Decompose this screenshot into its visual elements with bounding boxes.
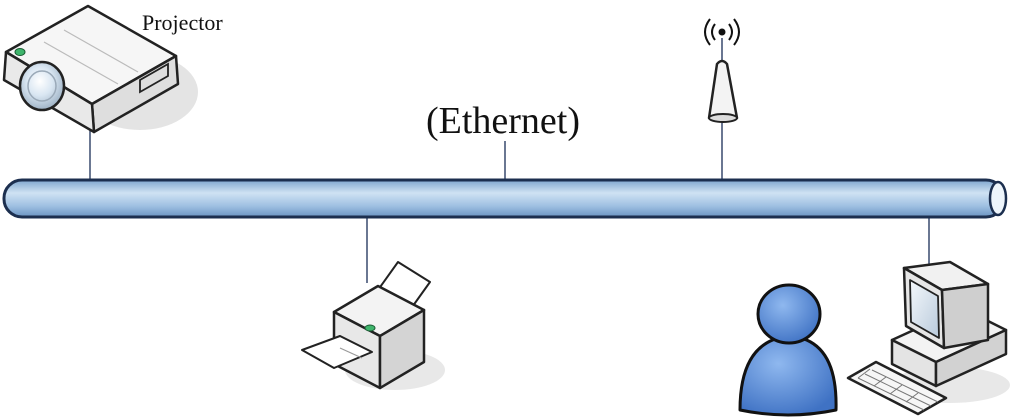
user-person-icon [738,283,838,417]
projector-label: Projector [142,10,223,35]
wifi-antenna-icon [704,18,740,123]
ethernet-cable [2,178,1008,219]
connector-lines [89,38,930,283]
desktop-computer-icon [846,260,1010,416]
printer-icon [301,261,445,390]
ethernet-label: (Ethernet) [426,100,580,142]
projector-icon [2,4,198,134]
